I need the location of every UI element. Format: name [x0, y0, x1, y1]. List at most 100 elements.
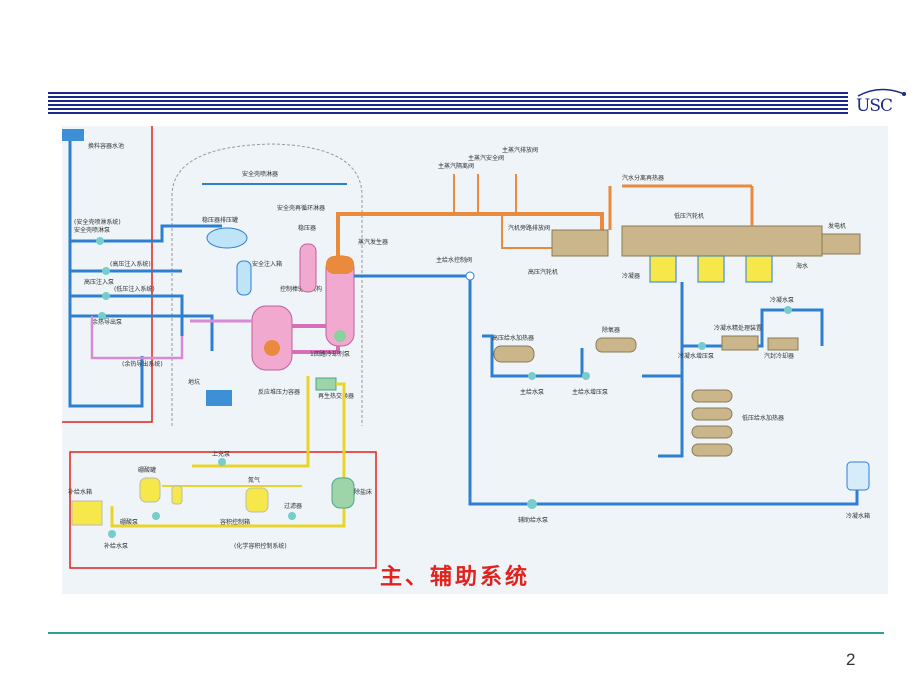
pressurizer-label: 稳压器	[298, 224, 316, 232]
filter-icon	[288, 512, 296, 520]
lp-heater-3	[691, 425, 733, 439]
gland-cooler	[767, 337, 799, 351]
condensate-tank	[846, 461, 870, 491]
aux-feed-label: 辅助给水泵	[518, 516, 548, 524]
boric-pump-icon	[152, 512, 160, 520]
feed-valve-label: 主给水控制阀	[436, 256, 472, 264]
cond-booster-icon	[698, 342, 706, 350]
recirc-label: 安全壳再循环淋器	[277, 204, 325, 212]
lp-heater-2	[691, 407, 733, 421]
msr-label: 汽水分离再热器	[622, 174, 664, 182]
core-icon	[264, 340, 280, 356]
bypass-label: 汽机旁路排放阀	[508, 224, 550, 232]
lp-turbine-label: 低压汽轮机	[674, 212, 704, 220]
filter-label: 过滤器	[284, 502, 302, 510]
logo-swoosh-icon	[857, 88, 906, 97]
boric-pump-label: 硼酸泵	[120, 518, 138, 526]
cond-pump-label: 冷凝水泵	[770, 296, 794, 304]
spray-pump-icon	[96, 237, 104, 245]
hp-injection-label: (高压注入系统)	[110, 260, 151, 268]
makeup-tank-label: 补给水箱	[68, 488, 92, 496]
diagram-canvas: 换料容器水池 (安全壳喷淋系统) 安全壳喷淋泵 (高压注入系统) 高压注入泵 (…	[53, 121, 870, 590]
condenser-2	[697, 255, 725, 283]
lp-heater-4	[691, 443, 733, 457]
condenser-3	[745, 255, 773, 283]
relief-tank-label: 稳压器排压罐	[202, 216, 238, 224]
demin-label: 除盐床	[354, 488, 372, 496]
seawater-label: 海水	[796, 262, 808, 270]
cond-pump-icon	[784, 306, 792, 314]
spray-system-label: (安全壳喷淋系统)	[74, 218, 121, 226]
lp-heater-label: 低压给水加热器	[742, 414, 784, 422]
lp-pump-icon	[102, 292, 110, 300]
mssv-label: 主蒸汽安全阀	[468, 154, 504, 162]
aux-feed-pump-icon	[527, 499, 537, 509]
hp-turbine-label: 高压汽轮机	[528, 268, 558, 276]
generator	[821, 233, 861, 255]
makeup-pump-label: 补给水泵	[104, 542, 128, 550]
condenser-1	[649, 255, 677, 283]
makeup-tank	[71, 500, 103, 526]
volume-control-tank	[245, 487, 269, 513]
lp-turbine	[621, 225, 823, 257]
polisher-label: 冷凝水精处理装置	[714, 324, 762, 332]
boric-tank-label: 硼酸罐	[138, 466, 156, 474]
hp-heater	[493, 345, 535, 363]
main-feed-pump-icon	[528, 372, 536, 380]
sump	[206, 390, 232, 406]
feed-booster-icon	[582, 372, 590, 380]
feed-valve-icon	[465, 271, 475, 281]
refuel-tank-label: 换料容器水池	[88, 142, 124, 150]
generator-label: 发电机	[828, 222, 846, 230]
charging-pump-label: 上充泵	[212, 450, 230, 458]
relief-tank	[206, 227, 248, 249]
main-pump-icon	[334, 330, 346, 342]
boric-mixer	[171, 485, 183, 505]
cond-polisher	[721, 335, 759, 351]
gland-cooler-label: 汽封冷却器	[764, 352, 794, 360]
msiv-label: 主蒸汽隔离阀	[438, 162, 474, 170]
accumulator-label: 安全注入箱	[252, 260, 282, 268]
regen-hx-label: 再生热交换器	[318, 392, 354, 400]
rhr-pump-label: 余热导出泵	[92, 318, 122, 326]
mfp-label: 主给水泵	[520, 388, 544, 396]
logo-text: USC	[856, 96, 893, 116]
condenser-label: 冷凝器	[622, 272, 640, 280]
reactor-vessel	[251, 305, 293, 371]
usc-logo: USC	[852, 86, 910, 120]
makeup-pump-icon	[108, 530, 116, 538]
deaerator	[595, 337, 637, 353]
system-diagram: 换料容器水池 (安全壳喷淋系统) 安全壳喷淋泵 (高压注入系统) 高压注入泵 (…	[53, 121, 888, 594]
header-rule	[48, 92, 848, 118]
steam-dump-label: 主蒸汽排放阀	[502, 146, 538, 154]
diagram-caption: 主、辅助系统	[380, 564, 530, 590]
lp-heater-1	[691, 389, 733, 403]
main-pump-label: 1回路冷却剂泵	[310, 350, 350, 358]
refuel-tank	[62, 129, 84, 141]
reactor-label: 反应堆压力容器	[258, 388, 300, 396]
accumulator	[236, 260, 252, 296]
rhr-pump-icon	[98, 312, 106, 320]
demineralizer	[331, 477, 355, 509]
regen-hx	[315, 377, 337, 391]
charging-pump-icon	[218, 458, 226, 466]
cvcs-highlight	[69, 451, 377, 569]
hp-pump-label: 高压注入泵	[84, 278, 114, 286]
cond-booster-label: 冷凝水增压泵	[678, 352, 714, 360]
spray-pump-label: 安全壳喷淋泵	[74, 226, 110, 234]
vct-label: 容积控制箱	[220, 518, 250, 526]
hp-heater-label: 高压给水加热器	[492, 334, 534, 342]
boric-tank	[139, 477, 161, 503]
cvcs-label: (化学容积控制系统)	[234, 542, 287, 550]
lp-injection-label: (低压注入系统)	[114, 285, 155, 293]
hp-pump-icon	[102, 267, 110, 275]
nitrogen-label: 氮气	[248, 476, 260, 484]
deaerator-label: 除氧器	[602, 326, 620, 334]
spray-header-label: 安全壳喷淋器	[242, 170, 278, 178]
cond-tank-label: 冷凝水箱	[846, 512, 870, 520]
pressurizer	[299, 243, 317, 293]
footer-rule	[48, 632, 884, 634]
sump-label: 地坑	[188, 378, 200, 386]
rhr-system-label: (余热导出系统)	[122, 360, 163, 368]
page-number: 2	[846, 650, 856, 669]
